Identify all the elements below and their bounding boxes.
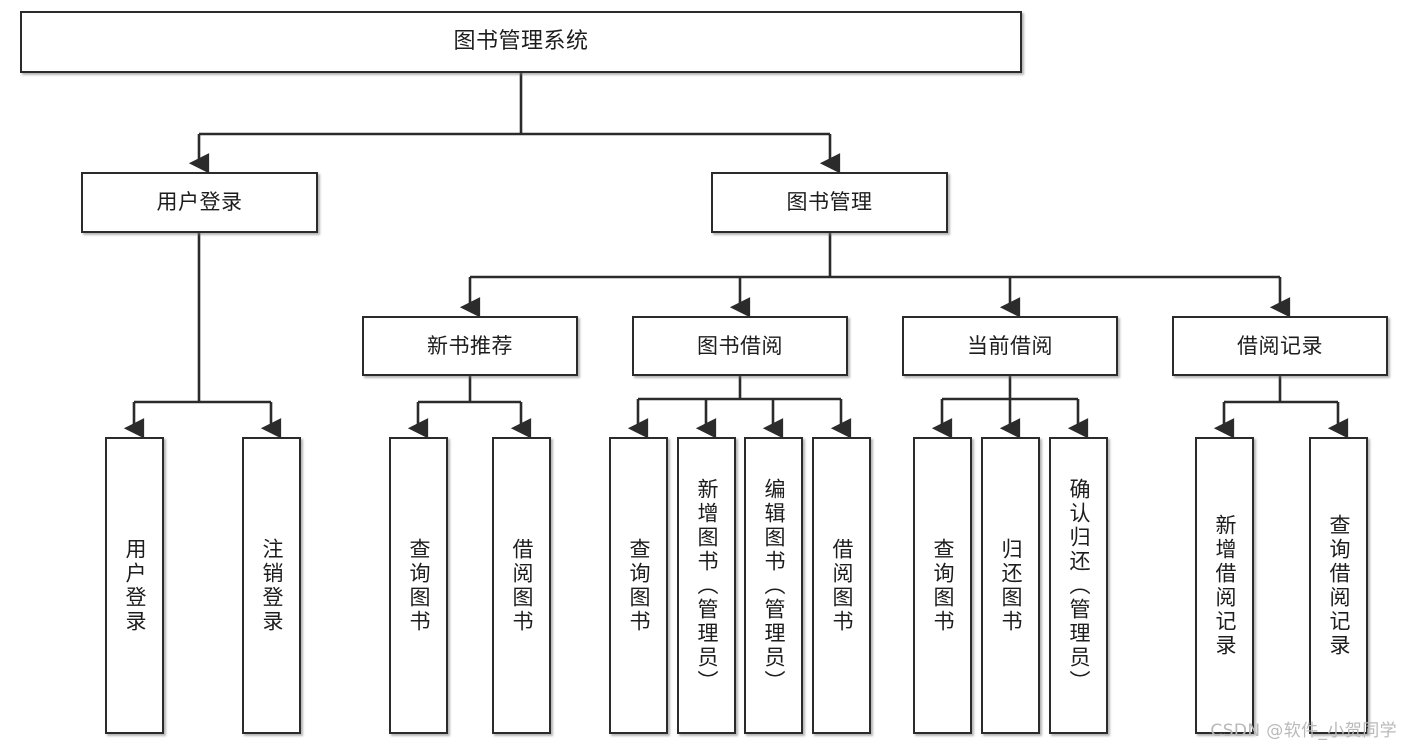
node-leaf-borrow-book-2[interactable]: 借阅图书 (812, 437, 871, 734)
node-leaf-return-book-label: 归还图书 (999, 537, 1023, 634)
node-leaf-add-book-label: 新增图书（管理员） (695, 477, 719, 694)
node-current-borrow-label: 当前借阅 (967, 333, 1053, 358)
node-leaf-query-book-1[interactable]: 查询图书 (389, 437, 448, 734)
node-new-book-rec-label: 新书推荐 (427, 333, 513, 358)
node-leaf-logout-label: 注销登录 (260, 537, 284, 634)
node-leaf-query-record-label: 查询借阅记录 (1327, 513, 1351, 658)
node-book-manage-label: 图书管理 (786, 190, 873, 215)
node-leaf-user-login[interactable]: 用户登录 (105, 437, 164, 734)
node-leaf-query-book-3[interactable]: 查询图书 (913, 437, 972, 734)
node-leaf-add-record[interactable]: 新增借阅记录 (1195, 437, 1254, 734)
node-borrow-record-label: 借阅记录 (1237, 333, 1323, 358)
node-leaf-edit-book-label: 编辑图书（管理员） (762, 477, 786, 694)
node-user-login-label: 用户登录 (156, 190, 243, 215)
watermark: CSDN @软件_小贺同学 (1210, 721, 1397, 741)
node-leaf-borrow-book-2-label: 借阅图书 (830, 537, 854, 634)
node-leaf-confirm-return-label: 确认归还（管理员） (1067, 477, 1091, 694)
node-new-book-rec[interactable]: 新书推荐 (362, 316, 578, 376)
node-book-manage[interactable]: 图书管理 (711, 172, 948, 233)
node-current-borrow[interactable]: 当前借阅 (902, 316, 1118, 376)
node-leaf-add-book[interactable]: 新增图书（管理员） (677, 437, 736, 734)
node-leaf-edit-book[interactable]: 编辑图书（管理员） (744, 437, 803, 734)
node-borrow-record[interactable]: 借阅记录 (1172, 316, 1388, 376)
node-user-login[interactable]: 用户登录 (81, 172, 318, 233)
node-leaf-query-book-2[interactable]: 查询图书 (609, 437, 668, 734)
node-book-borrow-label: 图书借阅 (697, 333, 783, 358)
node-leaf-return-book[interactable]: 归还图书 (981, 437, 1040, 734)
node-leaf-add-record-label: 新增借阅记录 (1213, 513, 1237, 658)
node-leaf-borrow-book-1[interactable]: 借阅图书 (492, 437, 551, 734)
node-leaf-borrow-book-1-label: 借阅图书 (510, 537, 534, 634)
node-root[interactable]: 图书管理系统 (20, 11, 1022, 73)
node-book-borrow[interactable]: 图书借阅 (632, 316, 848, 376)
node-leaf-query-record[interactable]: 查询借阅记录 (1309, 437, 1368, 734)
node-leaf-query-book-2-label: 查询图书 (627, 537, 651, 634)
node-root-label: 图书管理系统 (453, 29, 589, 55)
node-leaf-logout[interactable]: 注销登录 (242, 437, 301, 734)
node-leaf-user-login-label: 用户登录 (123, 537, 147, 634)
node-leaf-query-book-1-label: 查询图书 (407, 537, 431, 634)
node-leaf-query-book-3-label: 查询图书 (931, 537, 955, 634)
node-leaf-confirm-return[interactable]: 确认归还（管理员） (1049, 437, 1108, 734)
